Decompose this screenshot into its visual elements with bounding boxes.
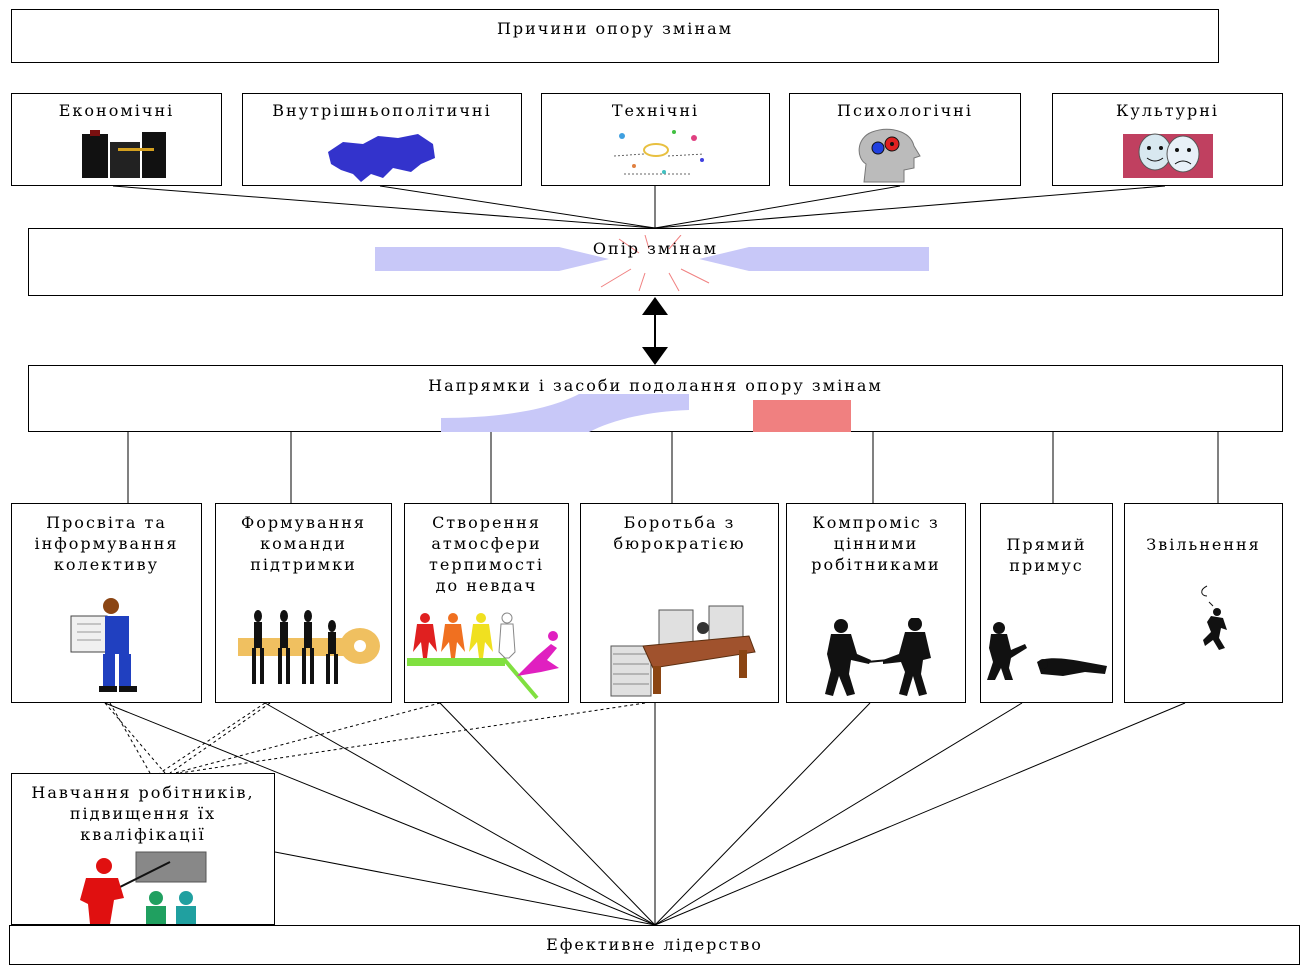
training-label: Навчання робітників, підвищення їх квалі… xyxy=(31,783,255,844)
ukraine-map-icon xyxy=(328,134,435,182)
leadership-label: Ефективне лідерство xyxy=(546,935,763,954)
handshake-icon xyxy=(825,618,931,696)
method-box-dismissal: Звільнення xyxy=(1124,503,1283,703)
technology-icon xyxy=(613,130,705,175)
leadership-box: Ефективне лідерство xyxy=(9,925,1300,965)
teacher-board-icon xyxy=(80,851,207,924)
cause-box-psychological: Психологічні xyxy=(789,93,1021,186)
method-box-coercion: Прямий примус xyxy=(980,503,1113,703)
theatre-masks-icon xyxy=(1123,133,1213,178)
cause-label-technical: Технічні xyxy=(611,101,700,120)
method-label-team: Формування команди підтримки xyxy=(241,513,366,574)
reading-man-icon xyxy=(70,598,137,692)
top-title: Причини опору змінам xyxy=(496,19,734,38)
cause-box-political: Внутрішньополітичні xyxy=(242,93,522,186)
people-chain-icon xyxy=(407,612,559,700)
method-box-education: Просвіта та інформування колективу xyxy=(11,503,202,703)
method-box-team: Формування команди підтримки xyxy=(215,503,392,703)
directions-title: Напрямки і засоби подолання опору змінам xyxy=(428,376,883,395)
barrels-icon xyxy=(82,130,166,178)
cause-label-economic: Економічні xyxy=(58,101,175,120)
desk-paperwork-icon xyxy=(610,605,756,697)
falling-figure-icon xyxy=(1201,585,1227,650)
method-label-coercion: Прямий примус xyxy=(1006,535,1087,575)
method-label-education: Просвіта та інформування колективу xyxy=(34,513,179,574)
method-box-bureaucracy: Боротьба з бюрократією xyxy=(580,503,779,703)
top-title-box: Причини опору змінам xyxy=(11,9,1219,63)
head-gears-icon xyxy=(858,128,921,183)
method-box-compromise: Компроміс з цінними робітниками xyxy=(786,503,966,703)
coercion-icon xyxy=(987,622,1107,680)
resistance-box: Опір змінам xyxy=(28,228,1283,296)
cause-box-technical: Технічні xyxy=(541,93,770,186)
method-label-tolerance: Створення атмосфери терпимості до невдач xyxy=(429,513,544,595)
training-box: Навчання робітників, підвищення їх квалі… xyxy=(11,773,275,925)
cause-box-economic: Економічні xyxy=(11,93,222,186)
opposing-arrows-graphic xyxy=(375,235,929,292)
resistance-label: Опір змінам xyxy=(592,239,719,258)
path-graphic xyxy=(441,394,851,432)
cause-label-political: Внутрішньополітичні xyxy=(272,101,492,120)
method-label-bureaucracy: Боротьба з бюрократією xyxy=(613,513,746,553)
method-box-tolerance: Створення атмосфери терпимості до невдач xyxy=(404,503,569,703)
method-label-dismissal: Звільнення xyxy=(1146,535,1261,554)
cause-label-psychological: Психологічні xyxy=(837,101,973,120)
cause-label-cultural: Культурні xyxy=(1116,101,1219,120)
method-label-compromise: Компроміс з цінними робітниками xyxy=(811,513,941,574)
cause-box-cultural: Культурні xyxy=(1052,93,1283,186)
team-key-icon xyxy=(238,610,380,684)
directions-box: Напрямки і засоби подолання опору змінам xyxy=(28,365,1283,432)
